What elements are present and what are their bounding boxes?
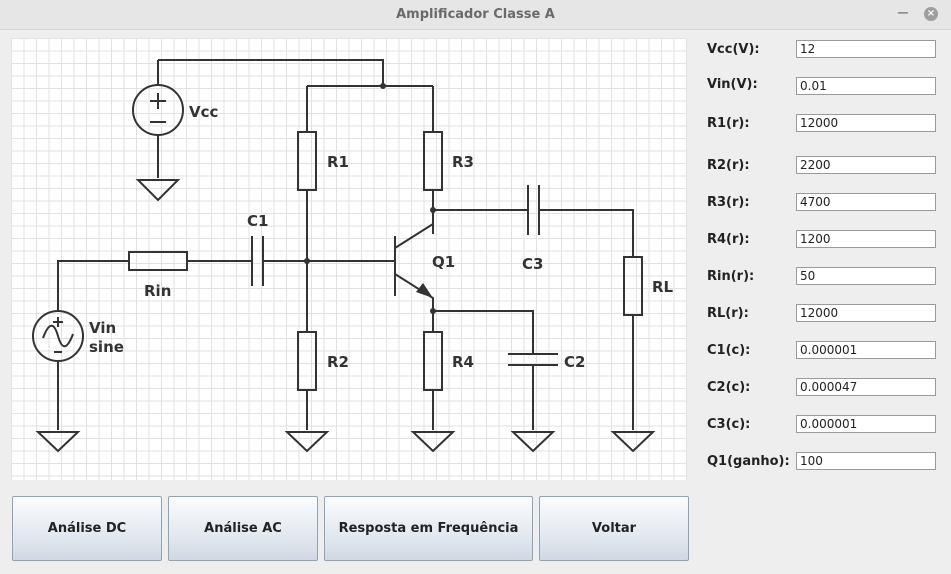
vcc-polarity-marks bbox=[150, 93, 166, 123]
label-rl: RL bbox=[652, 278, 674, 296]
label-vin: Vin bbox=[89, 319, 116, 337]
wire-vcc bbox=[157, 59, 433, 178]
rin-symbol bbox=[128, 251, 188, 271]
wire-c3-rl bbox=[433, 209, 634, 430]
label-q1-field: Q1(ganho): bbox=[707, 454, 790, 469]
vin-input[interactable]: 0.01 bbox=[796, 77, 936, 95]
circuit-schematic: Vcc R1 R3 C1 C3 Rin Q1 RL Vin sine R2 R4… bbox=[32, 59, 674, 453]
label-r3: R3 bbox=[452, 153, 474, 171]
r4-input[interactable]: 1200 bbox=[796, 230, 936, 248]
wire-input bbox=[57, 260, 307, 311]
r2-symbol bbox=[297, 331, 317, 391]
label-rin-field: Rin(r): bbox=[707, 269, 755, 284]
back-button[interactable]: Voltar bbox=[539, 496, 689, 561]
junction-dot bbox=[430, 207, 436, 213]
r4-symbol bbox=[423, 331, 443, 391]
label-rl-field: RL(r): bbox=[707, 306, 749, 321]
wire-emitter bbox=[432, 310, 534, 430]
close-icon[interactable]: × bbox=[924, 7, 938, 21]
rl-input[interactable]: 12000 bbox=[796, 304, 936, 322]
label-c1-field: C1(c): bbox=[707, 343, 751, 358]
ground-symbol-r4 bbox=[410, 431, 456, 453]
c3-input[interactable]: 0.000001 bbox=[796, 415, 936, 433]
q1-gain-input[interactable]: 100 bbox=[796, 452, 936, 470]
ground-symbol-c2 bbox=[510, 431, 556, 453]
vcc-source-symbol bbox=[132, 84, 184, 136]
vcc-input[interactable]: 12 bbox=[796, 40, 936, 58]
label-rin: Rin bbox=[144, 282, 171, 300]
dc-analysis-button[interactable]: Análise DC bbox=[12, 496, 162, 561]
window-title: Amplificador Classe A bbox=[396, 7, 555, 22]
junction-dot bbox=[380, 83, 386, 89]
junction-dot bbox=[430, 308, 436, 314]
label-r3-field: R3(r): bbox=[707, 195, 750, 210]
ac-analysis-button[interactable]: Análise AC bbox=[168, 496, 318, 561]
rl-symbol bbox=[623, 256, 643, 316]
c2-input[interactable]: 0.000047 bbox=[796, 378, 936, 396]
label-vcc: Vcc bbox=[189, 103, 218, 121]
frequency-response-button[interactable]: Resposta em Frequência bbox=[324, 496, 533, 561]
label-r1-field: R1(r): bbox=[707, 116, 750, 131]
c1-symbol bbox=[251, 236, 264, 286]
title-bar: Amplificador Classe A − × bbox=[0, 0, 951, 30]
label-q1: Q1 bbox=[432, 253, 455, 271]
ground-symbol-vcc bbox=[135, 179, 181, 202]
circuit-canvas: Vcc R1 R3 C1 C3 Rin Q1 RL Vin sine R2 R4… bbox=[11, 38, 687, 480]
c1-input[interactable]: 0.000001 bbox=[796, 341, 936, 359]
r1-input[interactable]: 12000 bbox=[796, 114, 936, 132]
r3-symbol bbox=[423, 131, 443, 191]
r3-input[interactable]: 4700 bbox=[796, 193, 936, 211]
r2-input[interactable]: 2200 bbox=[796, 156, 936, 174]
label-r1: R1 bbox=[327, 153, 349, 171]
ground-symbol-vin bbox=[35, 431, 81, 453]
vin-wave-marks bbox=[42, 317, 74, 353]
label-c3: C3 bbox=[522, 255, 543, 273]
label-r4-field: R4(r): bbox=[707, 232, 750, 247]
r1-symbol bbox=[297, 131, 317, 191]
q1-symbol bbox=[307, 223, 434, 310]
ground-symbol-r2 bbox=[284, 431, 330, 453]
junction-dot bbox=[304, 258, 310, 264]
label-c1: C1 bbox=[247, 212, 268, 230]
label-vcc-field: Vcc(V): bbox=[707, 42, 760, 57]
emitter-arrow-icon bbox=[416, 283, 433, 298]
label-vin-field: Vin(V): bbox=[707, 77, 758, 92]
c3-symbol bbox=[527, 185, 540, 235]
rin-input[interactable]: 50 bbox=[796, 267, 936, 285]
label-c2-field: C2(c): bbox=[707, 380, 751, 395]
label-r2: R2 bbox=[327, 353, 349, 371]
minimize-icon[interactable]: − bbox=[896, 3, 910, 22]
label-vin-type: sine bbox=[89, 338, 124, 356]
label-r4: R4 bbox=[452, 353, 474, 371]
label-c3-field: C3(c): bbox=[707, 417, 751, 432]
ground-symbol-rl bbox=[610, 431, 656, 453]
label-r2-field: R2(r): bbox=[707, 158, 750, 173]
c2-symbol bbox=[508, 353, 558, 366]
label-c2: C2 bbox=[564, 353, 585, 371]
